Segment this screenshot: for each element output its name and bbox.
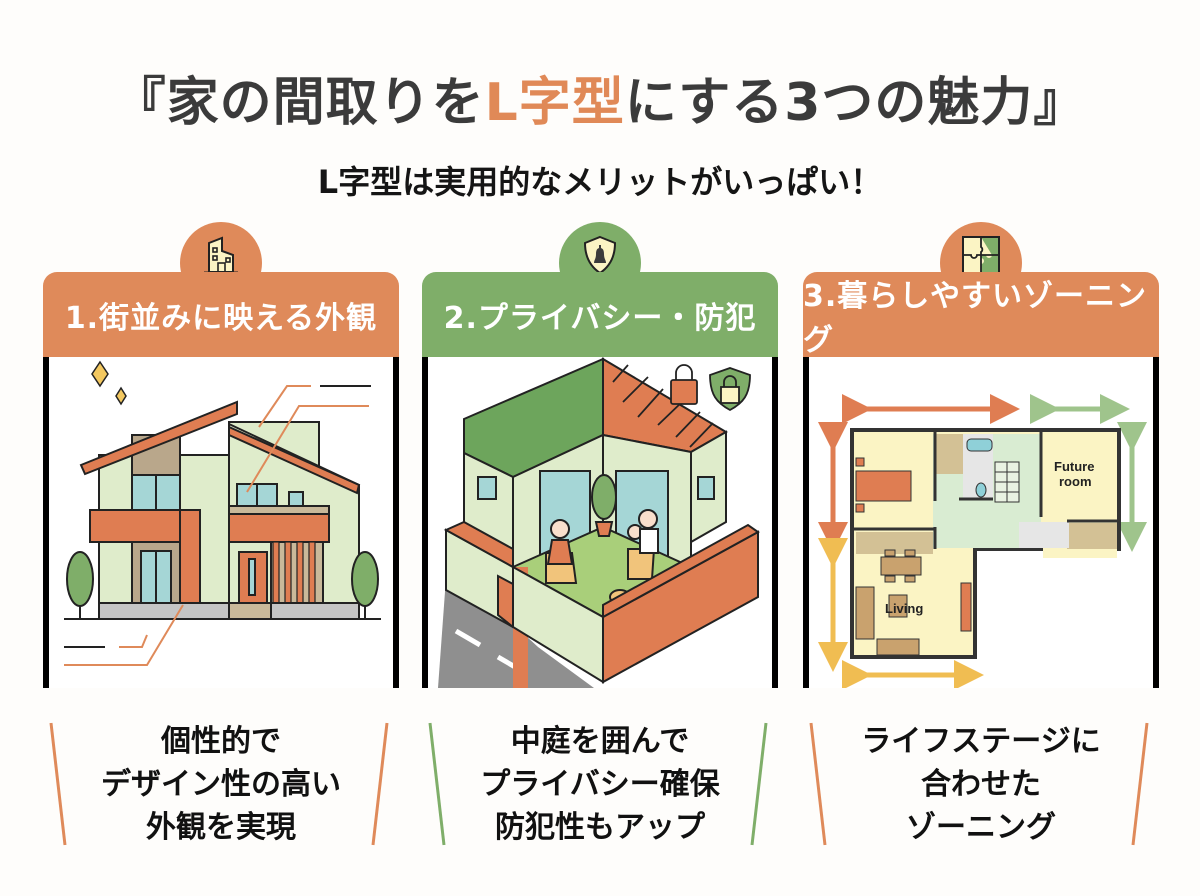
caption-line: 合わせた	[921, 767, 1041, 802]
caption-line: 中庭を囲んで	[510, 724, 690, 759]
caption-line: 防犯性もアップ	[495, 810, 705, 845]
card-privacy: 2.プライバシー・防犯	[422, 222, 778, 688]
puzzle-icon	[962, 236, 1000, 274]
caption-exterior: 個性的で デザイン性の高い 外観を実現	[43, 718, 399, 848]
caption-line: 外観を実現	[146, 810, 296, 845]
courtyard-family-illustration	[438, 357, 760, 688]
caption-line: ゾーニング	[906, 810, 1056, 845]
floor-plan-illustration: Future room Living	[818, 394, 1147, 688]
caption-line: プライバシー確保	[480, 767, 720, 802]
house-exterior-illustration	[64, 360, 381, 666]
future-room-label: Future	[1054, 459, 1094, 474]
card-zoning: 3.暮らしやすいゾーニング	[803, 222, 1159, 688]
caption-bracket	[428, 722, 768, 846]
caption-zoning: ライフステージに 合わせた ゾーニング	[803, 718, 1159, 848]
living-label: Living	[885, 601, 923, 616]
page-subtitle: L字型は実用的なメリットがいっぱい！	[317, 163, 883, 201]
card-body	[422, 357, 778, 688]
page-title: 『家の間取りをL字型にする3つの魅力』	[113, 73, 1087, 133]
caption-line: 個性的で	[161, 724, 281, 759]
caption-bracket	[809, 722, 1149, 846]
caption-line: デザイン性の高い	[101, 767, 341, 802]
card-body	[43, 357, 399, 688]
card-body: Future room Living	[803, 357, 1159, 688]
caption-bracket	[49, 722, 389, 846]
card-exterior: 1.街並みに映える外観	[43, 222, 399, 688]
card-header: 1.街並みに映える外観	[43, 272, 399, 358]
shield-bell-icon	[583, 235, 617, 275]
caption-line: ライフステージに	[861, 724, 1101, 759]
title-accent: L字型	[484, 73, 625, 133]
building-icon	[204, 236, 238, 274]
caption-privacy: 中庭を囲んで プライバシー確保 防犯性もアップ	[422, 718, 778, 848]
card-header: 2.プライバシー・防犯	[422, 272, 778, 358]
svg-text:room: room	[1059, 474, 1092, 489]
card-header: 3.暮らしやすいゾーニング	[803, 272, 1159, 358]
